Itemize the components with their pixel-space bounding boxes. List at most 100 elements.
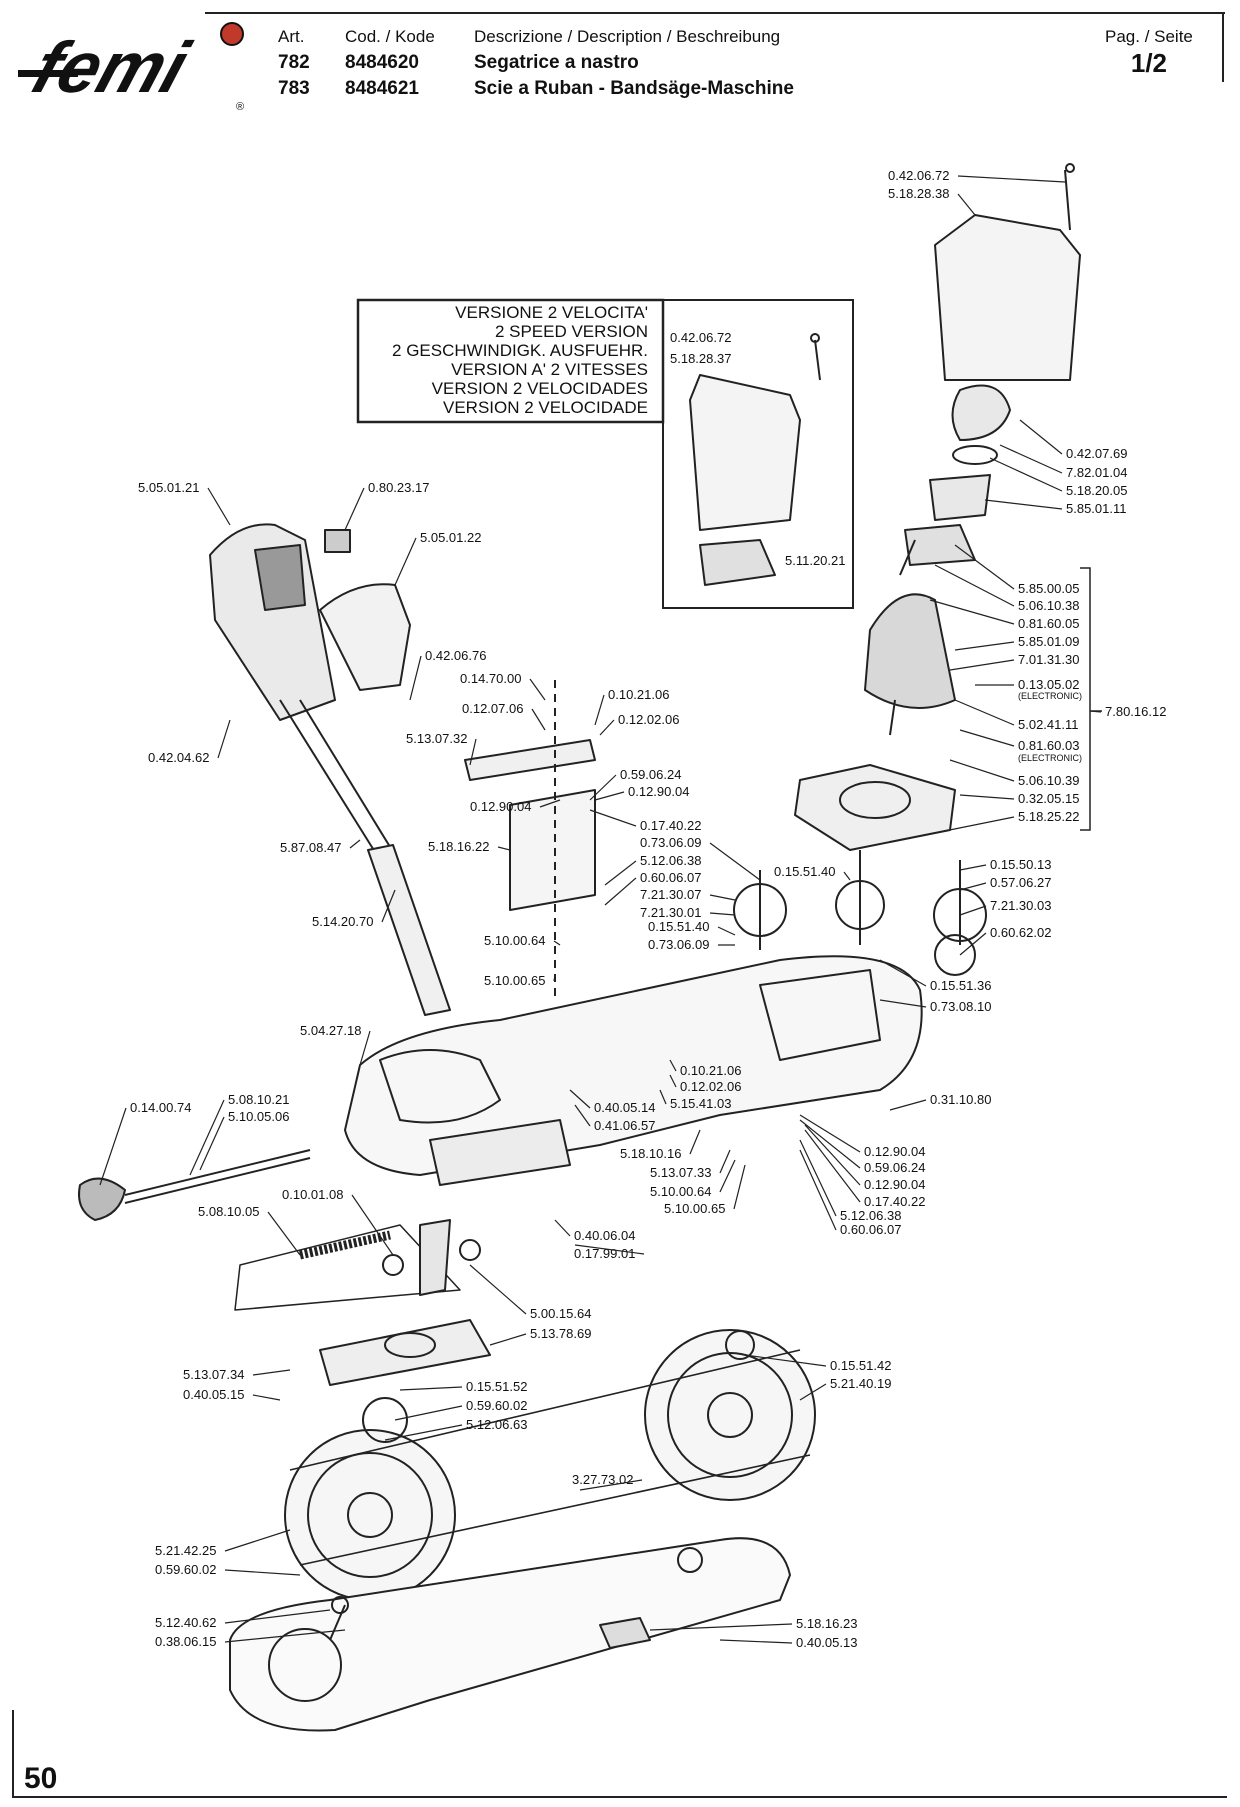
part-number-label: 0.12.07.06: [462, 701, 523, 716]
leader-line: [649, 1623, 793, 1631]
leader-line: [99, 1107, 127, 1186]
leader-line: [594, 694, 605, 726]
code-8484620: 8484620: [345, 52, 419, 73]
part-number-label: 5.13.07.32: [406, 731, 467, 746]
leader-line: [539, 799, 561, 808]
leader-line: [189, 1099, 225, 1176]
frame-bottom-rule: [12, 1796, 1227, 1798]
leader-line: [719, 1639, 793, 1644]
part-number-label: 0.12.90.04: [470, 799, 531, 814]
part-number-label: 5.21.42.25: [155, 1543, 216, 1558]
leader-line: [489, 1333, 527, 1346]
leader-line: [359, 1030, 371, 1066]
part-number-label: 5.12.06.38: [840, 1208, 901, 1223]
leader-line: [604, 860, 637, 886]
part-number-label: 5.85.00.05: [1018, 581, 1079, 596]
part-number-label: 0.17.40.22: [640, 818, 701, 833]
leader-line: [381, 889, 396, 923]
part-number-label: 5.13.78.69: [530, 1326, 591, 1341]
part-number-label: 0.14.70.00: [460, 671, 521, 686]
part-number-label: 0.60.62.02: [990, 925, 1051, 940]
leader-line: [934, 564, 1015, 607]
frame-top-rule: [205, 12, 1225, 14]
part-number-label: 0.42.04.62: [148, 750, 209, 765]
part-number-label: 0.13.05.02: [1018, 677, 1079, 692]
leader-line: [224, 1529, 291, 1552]
part-number-label: 0.81.60.03: [1018, 738, 1079, 753]
leader-line: [899, 816, 1015, 841]
part-number-label: 0.42.06.72: [888, 168, 949, 183]
part-number-label: 0.59.60.02: [155, 1562, 216, 1577]
leader-line: [669, 1074, 677, 1088]
part-number-label: 3.27.73.02: [572, 1472, 633, 1487]
part-number-label: 0.73.06.09: [648, 937, 709, 952]
leader-line: [553, 940, 561, 946]
part-number-label: 0.12.90.04: [864, 1177, 925, 1192]
part-number-label: 0.42.07.69: [1066, 446, 1127, 461]
leader-line: [224, 1629, 346, 1643]
leader-line: [954, 699, 1015, 726]
leader-line: [959, 729, 1015, 747]
leader-line: [399, 1386, 463, 1391]
leader-line: [604, 877, 637, 906]
leader-line: [959, 932, 987, 956]
leader-line: [799, 1149, 837, 1231]
leader-line: [569, 1089, 591, 1109]
part-number-label: 7.21.30.01: [640, 905, 701, 920]
leader-line: [957, 193, 976, 216]
part-number-label: 5.06.10.39: [1018, 773, 1079, 788]
version-line-2: 2 SPEED VERSION: [495, 322, 648, 341]
leader-line: [959, 882, 987, 891]
part-number-label: 5.18.16.22: [428, 839, 489, 854]
version-line-6: VERSION 2 VELOCIDADE: [443, 398, 648, 417]
code-column: Cod. / Kode 8484620 8484621: [345, 24, 435, 102]
part-number-label: 0.12.02.06: [618, 712, 679, 727]
leader-line: [1019, 419, 1063, 455]
electronic-sublabel: (ELECTRONIC): [1018, 753, 1082, 763]
leader-line: [394, 537, 417, 586]
leader-line: [959, 864, 987, 871]
part-number-label: 5.00.15.64: [530, 1306, 591, 1321]
leader-line: [719, 1149, 731, 1174]
part-number-label: 0.12.02.06: [680, 1079, 741, 1094]
code-8484621: 8484621: [345, 78, 419, 99]
part-number-label: 0.15.51.52: [466, 1379, 527, 1394]
part-number-label: 7.01.31.30: [1018, 652, 1079, 667]
part-number-label: 5.05.01.22: [420, 530, 481, 545]
leader-line: [224, 1569, 301, 1576]
part-number-label: 0.81.60.05: [1018, 616, 1079, 631]
part-number-label: 5.04.27.18: [300, 1023, 361, 1038]
machine-drawing: [78, 163, 1081, 1732]
part-number-label: 5.21.40.19: [830, 1376, 891, 1391]
part-number-label: 0.40.05.14: [594, 1100, 655, 1115]
frame-left-rule: [12, 1710, 14, 1798]
leader-line: [599, 719, 615, 736]
part-number-label: 5.12.40.62: [155, 1615, 216, 1630]
electronic-sublabel: (ELECTRONIC): [1018, 691, 1082, 701]
part-number-label: 5.18.25.22: [1018, 809, 1079, 824]
version-line-4: VERSION A' 2 VITESSES: [451, 360, 648, 379]
leader-line: [554, 1219, 571, 1237]
leader-line: [949, 659, 1015, 671]
part-number-label: 5.85.01.11: [1066, 501, 1126, 516]
leader-line: [959, 905, 987, 916]
part-number-label: 0.80.23.17: [368, 480, 429, 495]
part-number-label: 5.18.28.38: [888, 186, 949, 201]
part-number-label: 5.18.20.05: [1066, 483, 1127, 498]
part-number-label: 0.40.05.13: [796, 1635, 857, 1650]
inset-part-label: 5.11.20.21: [785, 553, 845, 568]
part-number-label: 7.82.01.04: [1066, 465, 1127, 480]
article-782: 782: [278, 52, 310, 73]
inset-part-label: 0.42.06.72: [670, 330, 731, 345]
part-number-label: 0.10.21.06: [680, 1063, 741, 1078]
part-number-label: 0.42.06.76: [425, 648, 486, 663]
part-number-label: 0.40.05.15: [183, 1387, 244, 1402]
leader-line: [594, 791, 625, 801]
leader-line: [799, 1139, 837, 1217]
code-label: Cod. / Kode: [345, 27, 435, 46]
part-number-label: 0.15.51.42: [830, 1358, 891, 1373]
leader-line: [469, 1264, 527, 1315]
description-line-2: Scie a Ruban - Bandsäge-Maschine: [474, 78, 794, 99]
part-number-label: 5.10.00.64: [650, 1184, 711, 1199]
